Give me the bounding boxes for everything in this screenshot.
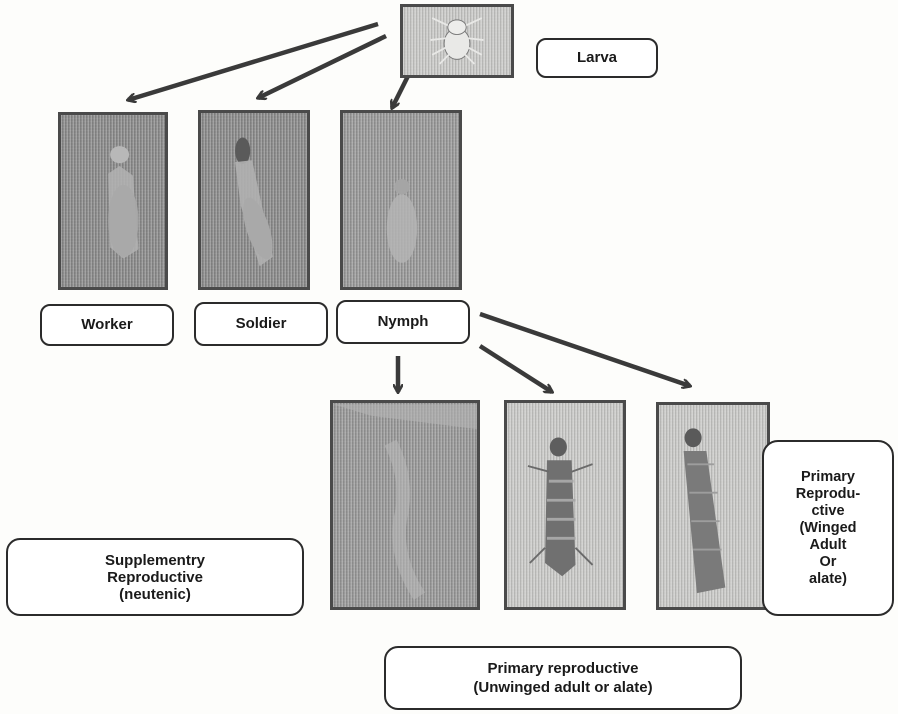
winged-alate-photo-icon	[659, 405, 767, 607]
unwinged-adult-photo	[504, 400, 626, 610]
primary-unwinged-label: Primary reproductive (Unwinged adult or …	[384, 646, 742, 710]
larva-photo	[400, 4, 514, 78]
neotenic-termite-photo-icon	[333, 403, 477, 607]
arrow-larva-to-nymph	[392, 76, 408, 108]
soldier-label: Soldier	[194, 302, 328, 346]
winged-alate-photo	[656, 402, 770, 610]
nymph-photo	[340, 110, 462, 290]
soldier-photo	[198, 110, 310, 290]
soldier-termite-photo-icon	[201, 113, 307, 287]
worker-termite-photo-icon	[61, 115, 165, 287]
arrow-larva-to-soldier	[258, 36, 386, 98]
worker-label: Worker	[40, 304, 174, 346]
supplementary-label: Supplementry Reproductive (neutenic)	[6, 538, 304, 616]
supplementary-photo	[330, 400, 480, 610]
larva-label: Larva	[536, 38, 658, 78]
nymph-label: Nymph	[336, 300, 470, 344]
larva-photo-icon	[403, 7, 511, 75]
nymph-termite-photo-icon	[343, 113, 459, 287]
arrow-larva-to-worker	[128, 24, 378, 100]
arrow-nymph-to-winged	[480, 314, 690, 386]
primary-winged-label: Primary Reprodu- ctive (Winged Adult Or …	[762, 440, 894, 616]
worker-photo	[58, 112, 168, 290]
unwinged-adult-photo-icon	[507, 403, 623, 607]
arrow-nymph-to-unwinged	[480, 346, 552, 392]
